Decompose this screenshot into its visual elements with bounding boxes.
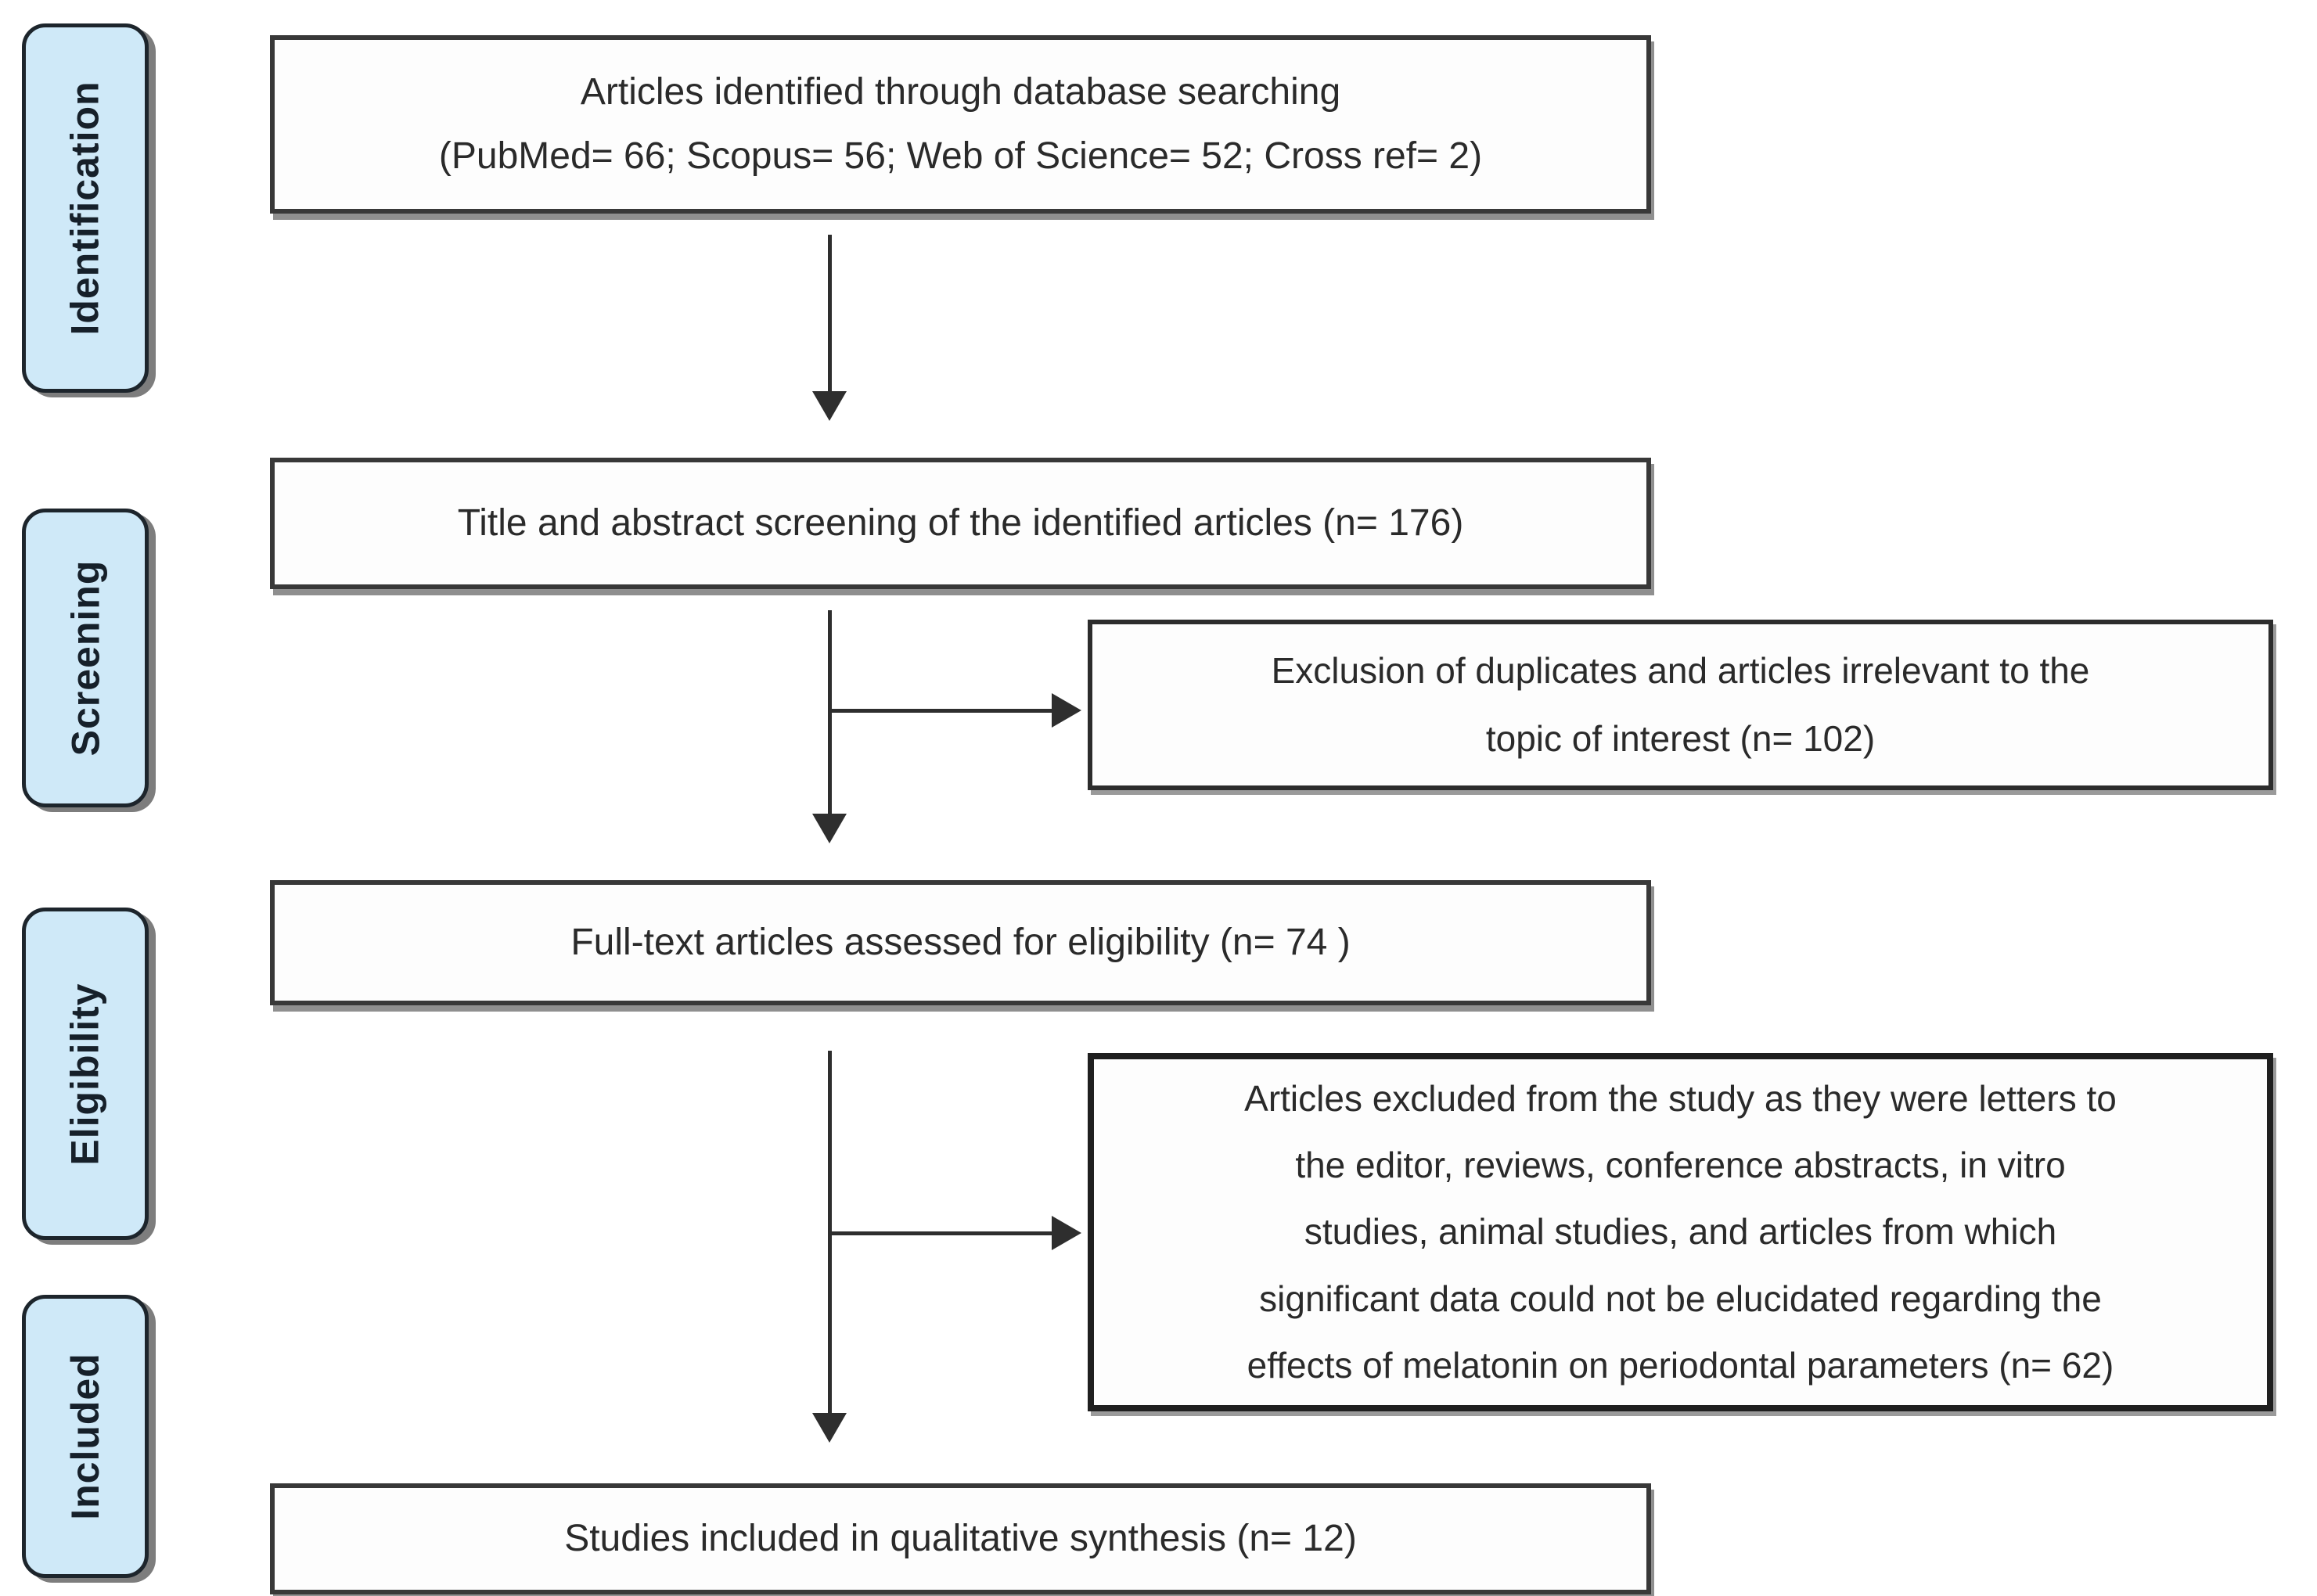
box-records-identified-line1: Articles identified through database sea… [580, 71, 1341, 113]
stage-label-eligibility: Eligibility [63, 982, 107, 1166]
branch-to-excluded-duplicates [828, 709, 1053, 713]
box-excluded-fulltext-line5: effects of melatonin on periodontal para… [1247, 1344, 2114, 1386]
connector-identified-to-screened [828, 235, 832, 393]
box-records-identified: Articles identified through database sea… [270, 35, 1651, 214]
box-fulltext-assessed: Full-text articles assessed for eligibil… [270, 880, 1651, 1005]
box-title-abstract-screening: Title and abstract screening of the iden… [270, 458, 1651, 589]
stage-label-identification: Identification [63, 81, 108, 336]
box-excluded-fulltext-line4: significant data could not be elucidated… [1259, 1278, 2102, 1319]
box-records-identified-line2: (PubMed= 66; Scopus= 56; Web of Science=… [438, 135, 1483, 177]
box-studies-included: Studies included in qualitative synthesi… [270, 1483, 1651, 1594]
box-excluded-duplicates-line2: topic of interest (n= 102) [1485, 718, 1876, 759]
branch-to-excluded-fulltext [828, 1231, 1053, 1235]
arrowhead-down-icon [812, 1413, 847, 1443]
stage-label-screening: Screening [63, 559, 107, 757]
box-excluded-duplicates: Exclusion of duplicates and articles irr… [1088, 620, 2273, 790]
box-studies-included-text: Studies included in qualitative synthesi… [564, 1518, 1357, 1560]
box-excluded-duplicates-line1: Exclusion of duplicates and articles irr… [1271, 649, 2090, 691]
box-title-abstract-screening-text: Title and abstract screening of the iden… [457, 502, 1464, 545]
stage-label-included: Included [63, 1353, 108, 1520]
connector-screened-to-fulltext [828, 610, 832, 815]
box-excluded-fulltext-articles: Articles excluded from the study as they… [1088, 1053, 2273, 1411]
arrowhead-right-icon [1052, 1216, 1081, 1250]
stage-badge-eligibility: Eligibility [22, 908, 149, 1240]
arrowhead-down-icon [812, 814, 847, 843]
box-excluded-fulltext-line2: the editor, reviews, conference abstract… [1295, 1145, 2066, 1186]
arrowhead-down-icon [812, 391, 847, 421]
box-fulltext-assessed-text: Full-text articles assessed for eligibil… [570, 922, 1351, 964]
stage-badge-identification: Identification [22, 23, 149, 393]
arrowhead-right-icon [1052, 693, 1081, 728]
box-excluded-fulltext-line3: studies, animal studies, and articles fr… [1304, 1211, 2057, 1253]
stage-badge-screening: Screening [22, 509, 149, 807]
box-excluded-fulltext-line1: Articles excluded from the study as they… [1244, 1078, 2117, 1120]
stage-badge-included: Included [22, 1295, 149, 1578]
